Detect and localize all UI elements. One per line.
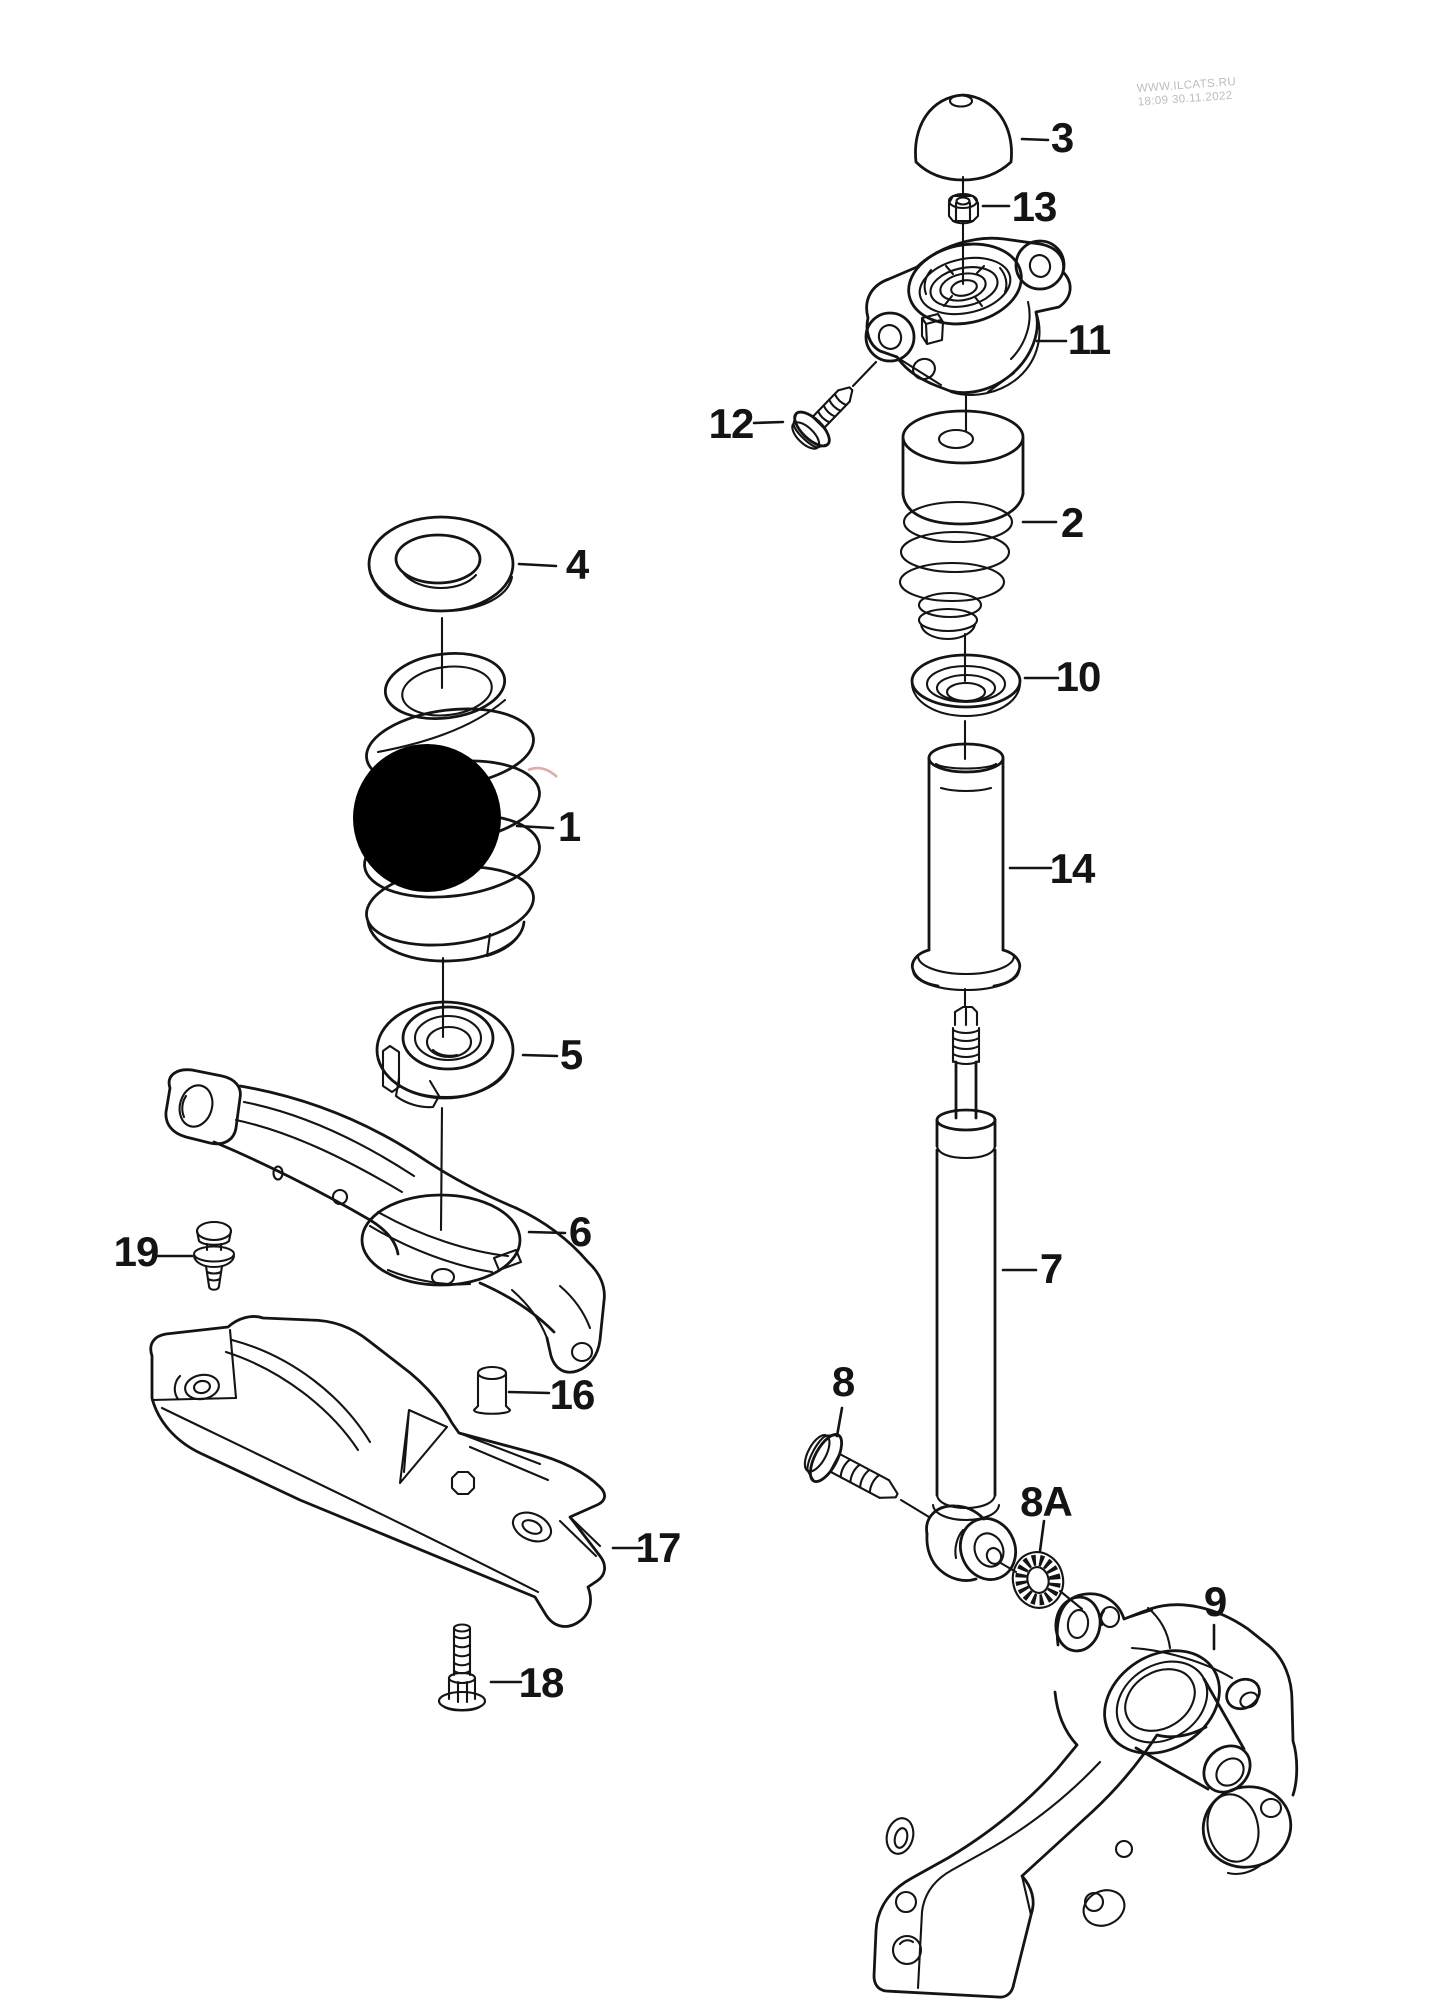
- part-8-bolt: [803, 1433, 899, 1499]
- part-18-bolt: [437, 1623, 487, 1712]
- label-11: 11: [1068, 316, 1111, 363]
- part-19-clip: [192, 1220, 236, 1291]
- label-5: 5: [560, 1031, 583, 1078]
- label-4: 4: [566, 541, 590, 588]
- watermark: WWW.ILCATS.RU 18:09 30.11.2022: [1136, 76, 1236, 108]
- red-mark: [527, 766, 558, 778]
- label-10: 10: [1056, 653, 1101, 700]
- label-2: 2: [1061, 499, 1083, 546]
- part-9-wheel-bearing-housing: [872, 1592, 1299, 1999]
- label-17: 17: [636, 1524, 681, 1571]
- part-8a-toothed-washer: [1011, 1551, 1065, 1609]
- label-1: 1: [558, 803, 581, 850]
- part-1-coil-spring: [353, 652, 558, 963]
- label-7: 7: [1040, 1245, 1062, 1292]
- label-9: 9: [1204, 1578, 1226, 1625]
- part-5-spring-seat: [375, 1000, 515, 1109]
- label-13: 13: [1012, 183, 1057, 230]
- part-7-shock-absorber: [925, 1005, 1017, 1582]
- part-12-bolt: [791, 386, 854, 450]
- part-13-nut: [947, 192, 980, 225]
- part-number-labels: 3 13 11 12 2 10 14 7 8 8A 9 4 1 5 6 19 1…: [114, 114, 1228, 1706]
- part-2-bump-stop: [898, 409, 1025, 641]
- label-16: 16: [550, 1371, 595, 1418]
- redaction-circle: [353, 744, 501, 892]
- part-14-protective-tube: [910, 742, 1022, 992]
- part-10-support-ring: [910, 653, 1022, 718]
- leader-lines: [156, 137, 1216, 1684]
- label-8a: 8A: [1020, 1478, 1072, 1525]
- connector-lines: [439, 175, 1084, 1611]
- part-6-control-arm: [164, 1068, 606, 1374]
- part-11-strut-mount: [864, 236, 1072, 396]
- part-3-protective-cap: [914, 93, 1013, 182]
- part-4-spring-pad: [367, 515, 515, 613]
- label-12: 12: [709, 400, 754, 447]
- label-19: 19: [114, 1228, 159, 1275]
- label-3: 3: [1051, 114, 1073, 161]
- part-17-cover: [149, 1315, 606, 1628]
- label-18: 18: [519, 1659, 564, 1706]
- label-14: 14: [1050, 845, 1096, 892]
- label-6: 6: [569, 1208, 591, 1255]
- part-16-bushing: [472, 1365, 512, 1415]
- label-8: 8: [832, 1358, 855, 1405]
